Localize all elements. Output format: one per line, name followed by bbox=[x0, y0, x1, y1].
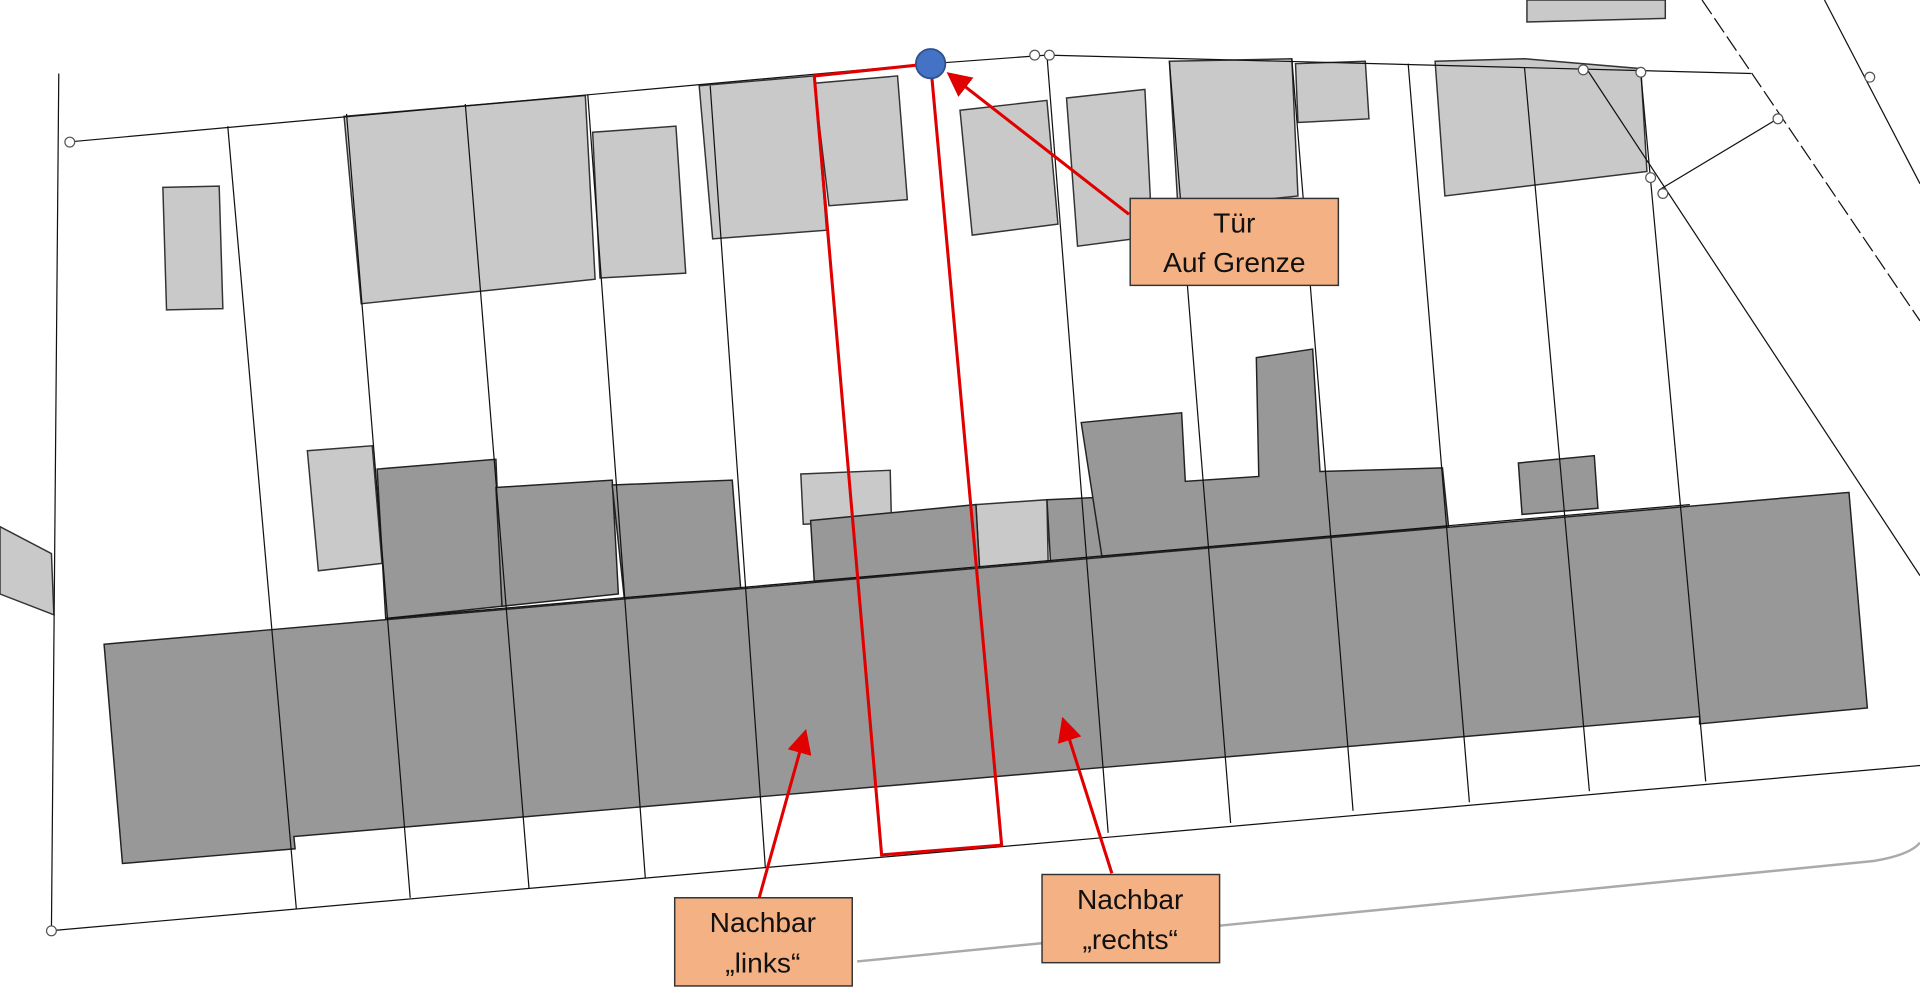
neighbor-left-line2: „links“ bbox=[725, 947, 800, 978]
neighbor-left-label: Nachbar „links“ bbox=[673, 897, 853, 987]
neighbor-left-line1: Nachbar bbox=[710, 907, 816, 938]
neighbor-right-label: Nachbar „rechts“ bbox=[1041, 873, 1221, 964]
neighbor-right-line1: Nachbar bbox=[1077, 884, 1183, 915]
boundary-vertices bbox=[45, 49, 1876, 937]
neighbor-right-line2: „rechts“ bbox=[1082, 924, 1177, 955]
parcel-boundaries bbox=[48, 0, 1920, 932]
highlighted-parcel bbox=[812, 62, 1004, 857]
door-arrow bbox=[946, 72, 1130, 216]
door-label: Tür Auf Grenze bbox=[1129, 197, 1340, 287]
door-label-line1: Tür bbox=[1213, 208, 1255, 239]
door-label-line2: Auf Grenze bbox=[1163, 247, 1305, 278]
main-buildings bbox=[103, 348, 1869, 865]
neighbor-left-arrow bbox=[757, 728, 812, 899]
door-marker bbox=[915, 48, 947, 80]
road-edge bbox=[857, 841, 1920, 963]
neighbor-right-arrow bbox=[1057, 716, 1114, 874]
